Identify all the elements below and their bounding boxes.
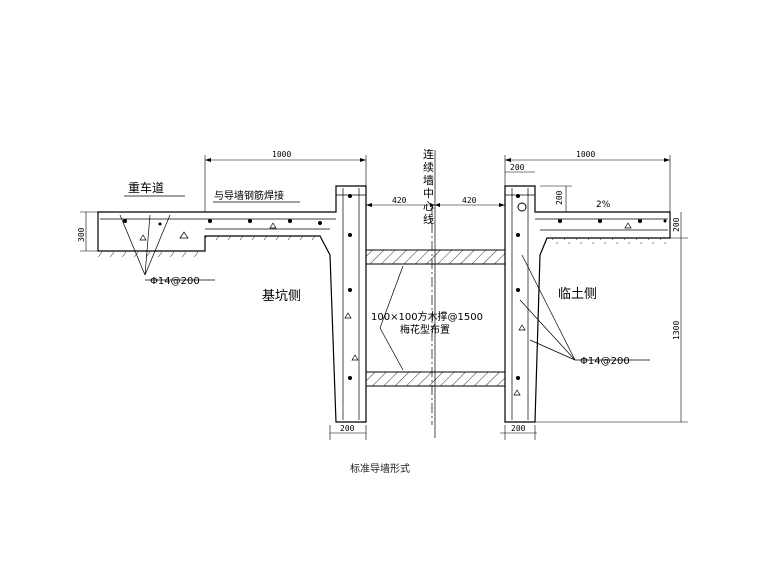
dim-text-right-top-small: 200 (555, 190, 564, 205)
left-guide-wall (97, 185, 367, 423)
dim-text-half-left: 420 (392, 196, 407, 205)
label-slope: 2% (596, 200, 611, 210)
left-rebar-lines (119, 214, 215, 281)
right-rebar-lines (519, 254, 650, 361)
dim-top-right (504, 155, 671, 212)
dim-text-top-left: 1000 (272, 150, 291, 159)
label-strut-line2: 梅花型布置 (400, 323, 450, 336)
dim-text-left-height: 300 (77, 227, 86, 242)
dim-right-vertical (505, 171, 688, 423)
right-guide-wall (504, 185, 671, 423)
dim-top-left (204, 155, 367, 212)
label-strut-line1: 100×100方木撑@1500 (371, 310, 483, 323)
dim-left-height (80, 211, 98, 252)
dim-text-right-cap: 200 (672, 217, 681, 232)
label-soil-side: 临土侧 (558, 287, 597, 302)
label-road: 重车道 (128, 180, 164, 195)
dim-text-right-total: 1300 (672, 321, 681, 340)
label-centerline: 连续墙中心线 (423, 148, 434, 226)
dim-bottom (329, 425, 537, 440)
dim-text-top-right: 1000 (576, 150, 595, 159)
dim-text-half-right: 420 (462, 196, 477, 205)
dim-text-bottom-right: 200 (511, 424, 526, 433)
dim-text-bottom-left: 200 (340, 424, 355, 433)
ground-right (540, 237, 670, 244)
aggregate-dots (123, 194, 667, 380)
aggregate-triangles (139, 222, 632, 396)
strut-lower (365, 371, 506, 387)
label-rebar-left: Φ14@200 (150, 276, 200, 287)
label-weld: 与导墙钢筋焊接 (214, 189, 284, 202)
figure-caption: 标准导墙形式 (350, 464, 410, 475)
label-rebar-right: Φ14@200 (580, 356, 630, 367)
dim-half (366, 203, 505, 207)
dim-text-right-top: 200 (510, 163, 525, 172)
label-pit-side: 基坑侧 (262, 289, 301, 304)
strut-upper (365, 249, 506, 265)
